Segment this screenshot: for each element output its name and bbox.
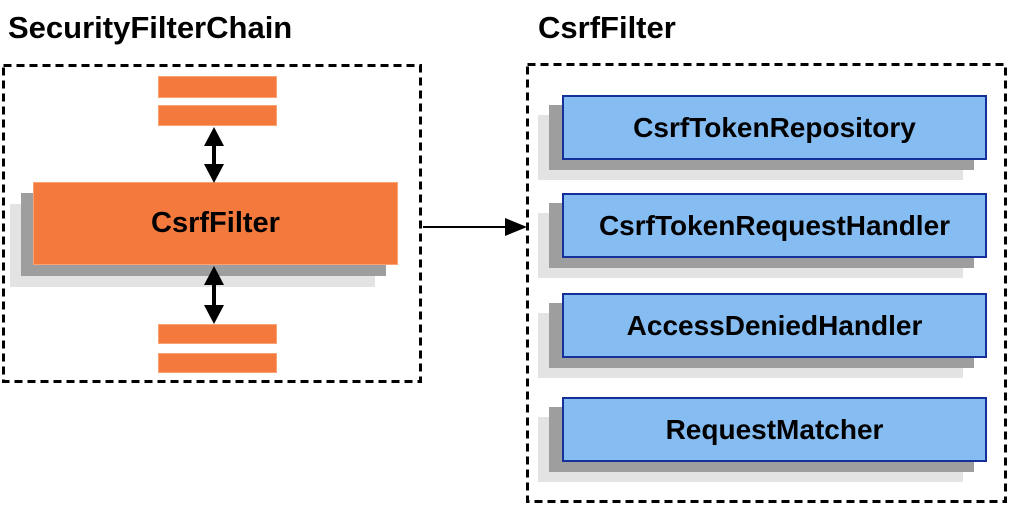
csrf-filter-title: CsrfFilter: [538, 10, 676, 45]
csrf-filter-to-components-arrow: [423, 218, 527, 236]
component-label: AccessDeniedHandler: [626, 309, 923, 341]
component-box-csrf-token-request-handler: CsrfTokenRequestHandler: [562, 193, 987, 258]
security-filter-chain-title: SecurityFilterChain: [8, 10, 293, 45]
filter-placeholder-bar: [158, 105, 277, 126]
filter-placeholder-bar: [158, 76, 277, 98]
component-label: CsrfTokenRepository: [633, 111, 916, 143]
component-box-csrf-token-repository: CsrfTokenRepository: [562, 95, 987, 160]
component-label: RequestMatcher: [665, 413, 884, 445]
csrf-filter-panel: CsrfTokenRepository CsrfTokenRequestHand…: [526, 63, 1007, 503]
filter-placeholder-bar: [158, 324, 277, 344]
filter-placeholder-bar: [158, 353, 277, 373]
component-box-request-matcher: RequestMatcher: [562, 397, 987, 462]
security-filter-chain-panel: CsrfFilter: [2, 64, 422, 383]
csrf-filter-node: CsrfFilter: [33, 182, 398, 265]
component-box-access-denied-handler: AccessDeniedHandler: [562, 293, 987, 358]
csrf-filter-node-label: CsrfFilter: [151, 207, 280, 239]
component-label: CsrfTokenRequestHandler: [598, 209, 951, 241]
